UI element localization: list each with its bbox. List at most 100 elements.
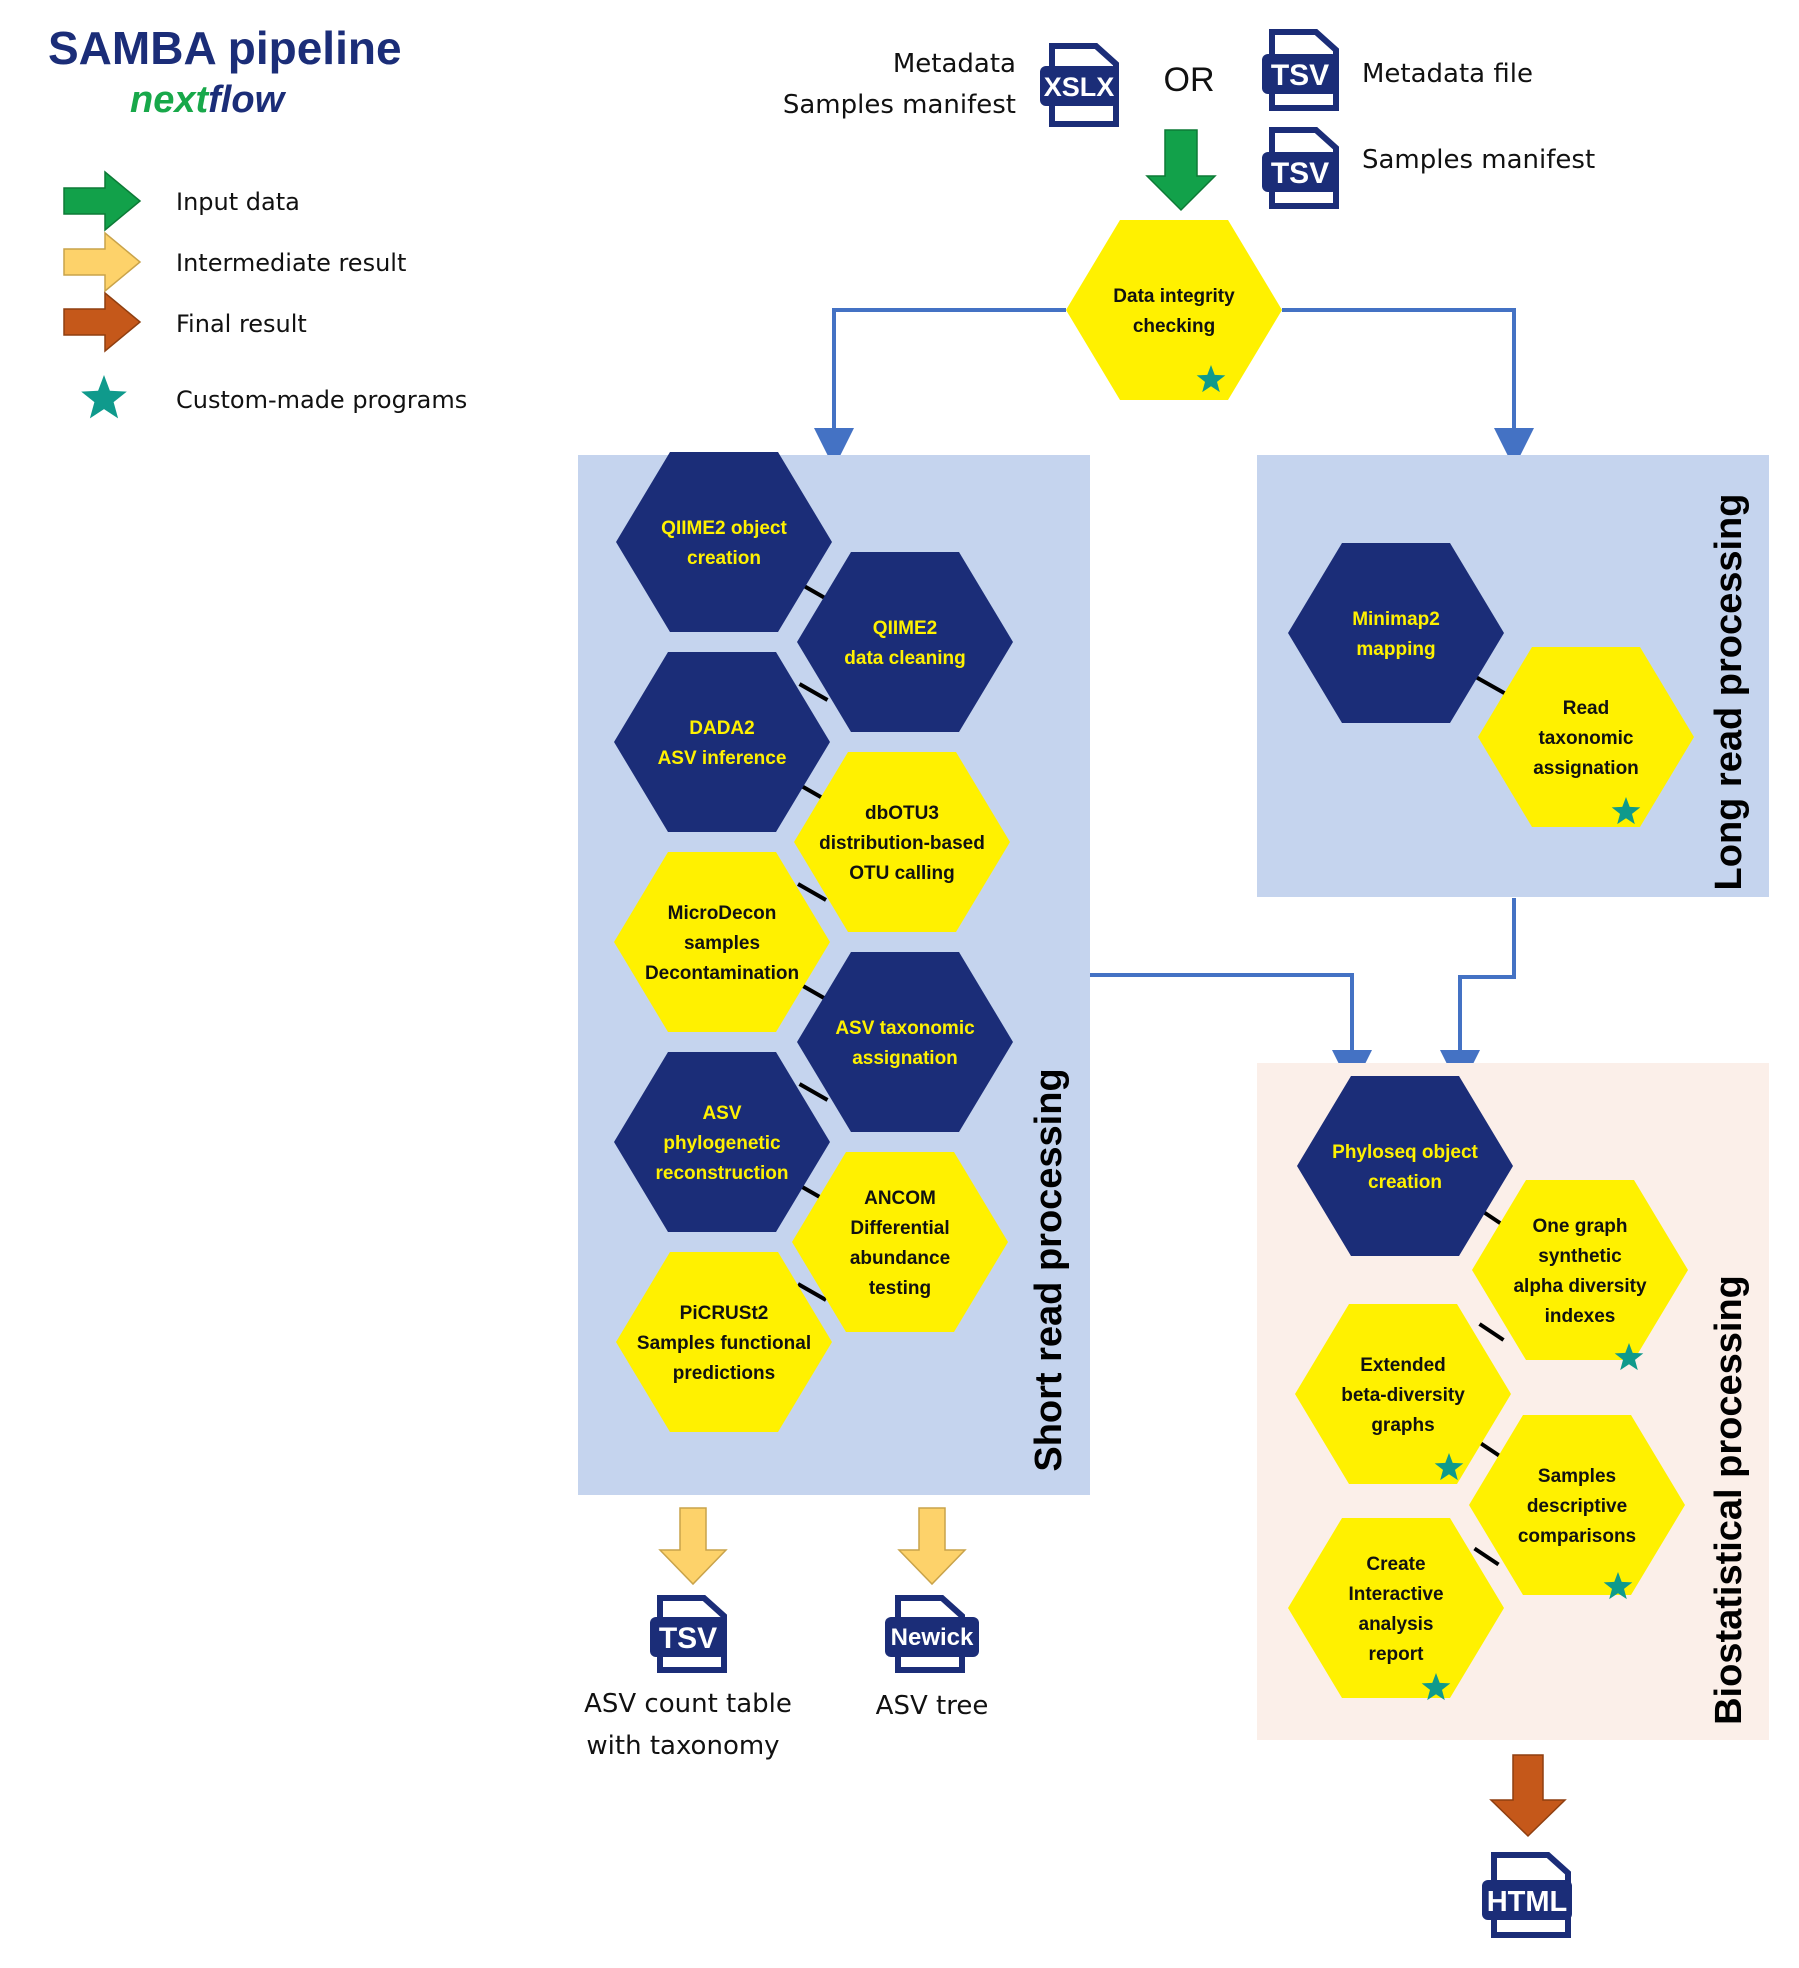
xlsx-file-icon: XSLX: [1040, 43, 1119, 127]
custom-program-star-icon: [1434, 1453, 1464, 1481]
short-read-step-shape: [614, 852, 830, 1032]
short-read-step-shape: [797, 552, 1013, 732]
short-read-step-label-line: Differential: [850, 1218, 949, 1239]
long-read-step-label-line: taxonomic: [1538, 728, 1633, 749]
short-read-step-label-line: samples: [684, 933, 760, 954]
hex-link-line: [1473, 1546, 1500, 1567]
long-read-step-label-line: mapping: [1356, 639, 1435, 660]
short-read-step-label-line: MicroDecon: [668, 903, 777, 924]
biostat-step-shape: [1469, 1415, 1685, 1595]
custom-program-star-icon: [1421, 1673, 1451, 1701]
asv-count-table-label-line1: ASV count table: [584, 1689, 792, 1719]
short-read-step-shape: [614, 652, 830, 832]
long-read-step-label-line: Read: [1563, 698, 1609, 719]
asv-tree-label: ASV tree: [876, 1691, 989, 1721]
short-read-step: QIIME2 data cleaning: [797, 552, 1013, 732]
html-output-file-icon: HTML: [1482, 1852, 1572, 1938]
short-read-step-shape: [616, 1252, 832, 1432]
biostat-step-label-line: analysis: [1359, 1614, 1434, 1635]
short-read-title: Short read processing: [1028, 1068, 1070, 1471]
legend-star-icon: [81, 375, 127, 419]
biostat-step-shape: [1472, 1180, 1688, 1360]
integrity-hex-label-line: Data integrity: [1113, 286, 1235, 307]
hex-link-line: [797, 1282, 827, 1302]
hex-link-line: [1476, 1439, 1504, 1460]
short-read-step-label-line: data cleaning: [844, 648, 965, 669]
short-read-step-label-line: Decontamination: [645, 963, 799, 984]
long-read-step-shape: [1478, 647, 1694, 827]
short-read-step-label-line: creation: [687, 548, 761, 569]
short-read-step-label-line: dbOTU3: [865, 803, 939, 824]
short-read-step-label-line: PiCRUSt2: [680, 1303, 769, 1324]
biostat-title: Biostatistical processing: [1708, 1275, 1750, 1725]
short-read-step-label-line: ANCOM: [864, 1188, 936, 1209]
html-output-file-label: HTML: [1487, 1886, 1568, 1918]
xlsx-file-label: XSLX: [1044, 72, 1115, 102]
hex-link-line: [1473, 674, 1507, 696]
short-read-step-label-line: DADA2: [689, 718, 754, 739]
hex-link-line: [798, 1082, 829, 1102]
short-read-step-label-line: ASV inference: [658, 748, 787, 769]
newick-output-file-icon: Newick: [885, 1595, 979, 1673]
biostat-step-label-line: descriptive: [1527, 1496, 1627, 1517]
tsv-output-file-icon: TSV: [650, 1595, 727, 1673]
tsv-samples-manifest-icon: TSV: [1262, 127, 1339, 209]
connector-long-to-biostat: [1440, 898, 1516, 1090]
biostat-step: Samples descriptive comparisons: [1469, 1415, 1685, 1600]
tsv-samples-manifest-file-label: TSV: [1271, 157, 1329, 190]
short-read-step-label-line: QIIME2: [873, 618, 937, 639]
biostat-step-label-line: One graph: [1532, 1216, 1627, 1237]
samples-manifest-label: Samples manifest: [1362, 145, 1595, 175]
biostat-step-label-line: Extended: [1360, 1355, 1446, 1376]
connector-to-short-read: [814, 308, 1066, 468]
legend-intermediate-label: Intermediate result: [176, 249, 406, 277]
or-label: OR: [1164, 61, 1215, 99]
biostat-step-label-line: creation: [1368, 1172, 1442, 1193]
short-read-step-label-line: ASV: [702, 1103, 741, 1124]
integrity-hex-label-line: checking: [1133, 316, 1215, 337]
legend-input-arrow-icon: [63, 170, 142, 232]
short-read-step-shape: [616, 452, 832, 632]
legend: Input data Intermediate result Final res…: [63, 170, 467, 419]
integrity-hex: Data integrity checking: [1066, 220, 1282, 400]
short-read-step-shape: [792, 1152, 1008, 1332]
legend-custom-label: Custom-made programs: [176, 386, 467, 414]
long-read-step: Minimap2 mapping: [1288, 543, 1504, 723]
tsv-output-file-label: TSV: [659, 1622, 717, 1655]
biostat-step-label-line: Create: [1366, 1554, 1425, 1575]
biostat-step-label-line: Interactive: [1348, 1584, 1443, 1605]
short-read-step-label-line: testing: [869, 1278, 931, 1299]
long-read-step-label-line: assignation: [1533, 758, 1639, 779]
page-title: SAMBA pipeline: [48, 22, 402, 74]
short-read-step-label-line: OTU calling: [849, 863, 955, 884]
long-read-step-shape: [1288, 543, 1504, 723]
data-integrity-checking-node: Data integrity checking: [1066, 220, 1282, 400]
biostat-step-shape: [1297, 1076, 1513, 1256]
tsv-metadata-file-icon: TSV: [1262, 29, 1339, 111]
metadata-file-label: Metadata file: [1362, 59, 1533, 89]
nextflow-logo: nextflow: [130, 79, 287, 121]
long-read-title: Long read processing: [1708, 494, 1750, 891]
svg-text:nextflow: nextflow: [130, 79, 287, 121]
input-arrow-icon: [1145, 129, 1217, 212]
hex-link-line: [798, 682, 829, 702]
short-read-step-shape: [794, 752, 1010, 932]
legend-intermediate-arrow-icon: [63, 231, 142, 293]
biostat-step-label-line: comparisons: [1518, 1526, 1636, 1547]
biostat-step-label-line: synthetic: [1538, 1246, 1622, 1267]
biostat-step-label-line: report: [1369, 1644, 1425, 1665]
logo-flow: flow: [208, 79, 286, 121]
legend-final-label: Final result: [176, 310, 307, 338]
logo-next: next: [130, 79, 209, 121]
long-read-step-label-line: Minimap2: [1352, 609, 1440, 630]
connector-short-to-biostat: [1090, 973, 1372, 1090]
biostat-step-label-line: Samples: [1538, 1466, 1616, 1487]
custom-program-star-icon: [1611, 797, 1641, 825]
biostat-step-shape: [1288, 1518, 1504, 1698]
